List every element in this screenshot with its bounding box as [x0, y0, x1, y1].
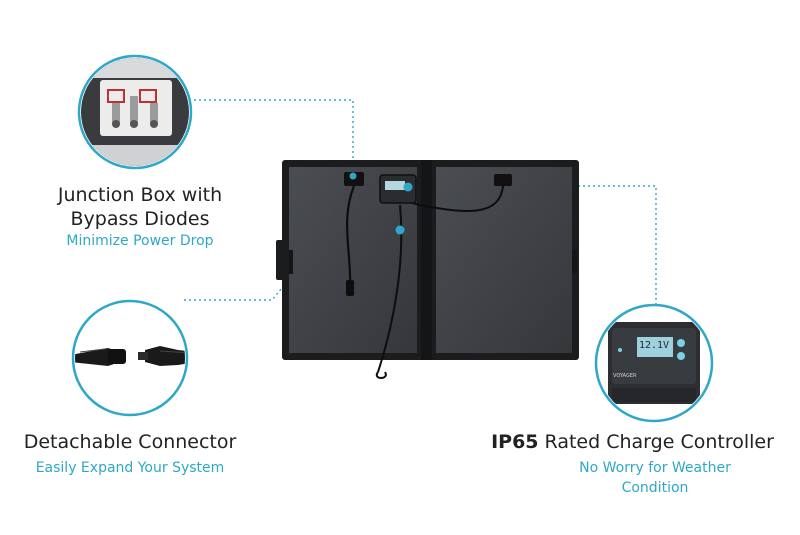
connector-title: Detachable Connector: [23, 431, 237, 453]
controller-subtitle-line1: No Worry for Weather: [579, 460, 731, 476]
controller-detail-circle: [594, 303, 714, 423]
junction-detail-circle: [77, 54, 193, 170]
junction-box-right: [494, 174, 512, 186]
controller-mini-screen: [385, 181, 405, 190]
cable-loop: [375, 371, 387, 379]
highlight-dot-junction: [349, 172, 357, 180]
controller-subtitle: No Worry for Weather Condition: [520, 458, 790, 498]
highlight-dot-cable: [395, 225, 405, 235]
junction-title-line2: Bypass Diodes: [70, 208, 210, 230]
cable-left: [346, 185, 356, 291]
panel-hinge: [421, 160, 432, 360]
controller-subtitle-line2: Condition: [621, 480, 689, 496]
panel-left-latch: [289, 250, 293, 274]
panel-right-cells: [436, 167, 572, 353]
lcd-unit: V: [663, 340, 670, 351]
cable-down: [377, 204, 403, 373]
lcd-value: 12.1: [638, 340, 664, 351]
lcd-readout: 12.1V: [637, 337, 671, 355]
connector-subtitle: Easily Expand Your System: [35, 460, 225, 476]
junction-title-line1: Junction Box with: [57, 184, 223, 206]
panel-right-latch: [572, 250, 577, 274]
controller-model-label: VOYAGER: [613, 373, 637, 379]
panel-left-handle: [276, 240, 283, 280]
solar-panel: [276, 160, 579, 379]
connector-plug: [346, 280, 354, 296]
controller-title: IP65 Rated Charge Controller: [470, 430, 795, 454]
junction-title: Junction Box with Bypass Diodes: [20, 183, 260, 231]
connector-detail-circle: [71, 299, 189, 417]
junction-subtitle: Minimize Power Drop: [66, 233, 214, 249]
controller-title-rest: Rated Charge Controller: [538, 431, 774, 453]
highlight-dot-controller: [403, 182, 413, 192]
controller-title-bold: IP65: [491, 431, 539, 453]
